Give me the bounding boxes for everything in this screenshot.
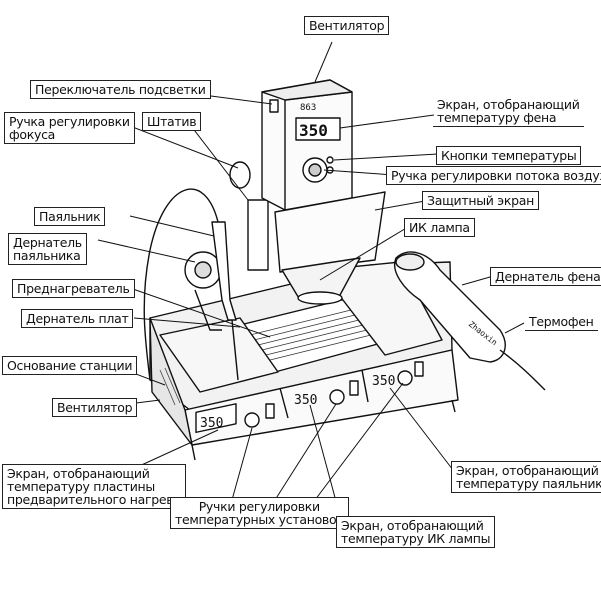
focus-knob: [229, 161, 251, 189]
label-stand: Штатив: [142, 112, 202, 131]
label-fan-bottom: Вентилятор: [52, 398, 138, 417]
label-shield: Защитный экран: [422, 191, 539, 210]
label-airflow-knob: Ручка регулировки потока воздуха: [386, 166, 601, 185]
preheater-grill: [249, 308, 376, 361]
soldering-iron-body: [211, 221, 237, 321]
board-holder-left: [159, 317, 279, 393]
label-preheater: Преднагреватель: [12, 279, 135, 298]
label-ir-lamp: ИК лампа: [404, 218, 475, 237]
iron-readout: 350: [372, 374, 395, 389]
label-soldering-iron: Паяльник: [34, 207, 106, 226]
label-fan-top: Вентилятор: [304, 16, 390, 35]
brand-mark: 863: [300, 103, 316, 113]
preheat-display-box: [195, 403, 237, 434]
preheat-readout: 350: [200, 416, 223, 431]
label-gun-holder: Дернатель фена: [490, 267, 601, 286]
iron-knob: [397, 370, 413, 386]
unit-display-box: [295, 117, 341, 141]
backlight-switch-box: [269, 99, 279, 113]
label-backlight-switch: Переключатель подсветки: [30, 80, 211, 99]
column-stand: [247, 199, 269, 271]
label-temp-buttons: Кнопки температуры: [436, 146, 582, 165]
preheat-knob: [244, 412, 260, 428]
fan-grille-top: [261, 79, 353, 101]
protective-shield: [274, 191, 386, 273]
gun-cable: [499, 349, 546, 391]
ir-readout: 350: [294, 393, 317, 408]
top-readout: 350: [299, 121, 328, 140]
hot-air-gun-nozzle: [395, 253, 425, 271]
label-hot-air-gun: Термофен: [525, 313, 598, 331]
ir-knob: [329, 389, 345, 405]
label-board-holder: Дернатель плат: [21, 309, 134, 328]
iron-cable: [143, 188, 219, 381]
label-station-base: Основание станции: [2, 356, 138, 375]
